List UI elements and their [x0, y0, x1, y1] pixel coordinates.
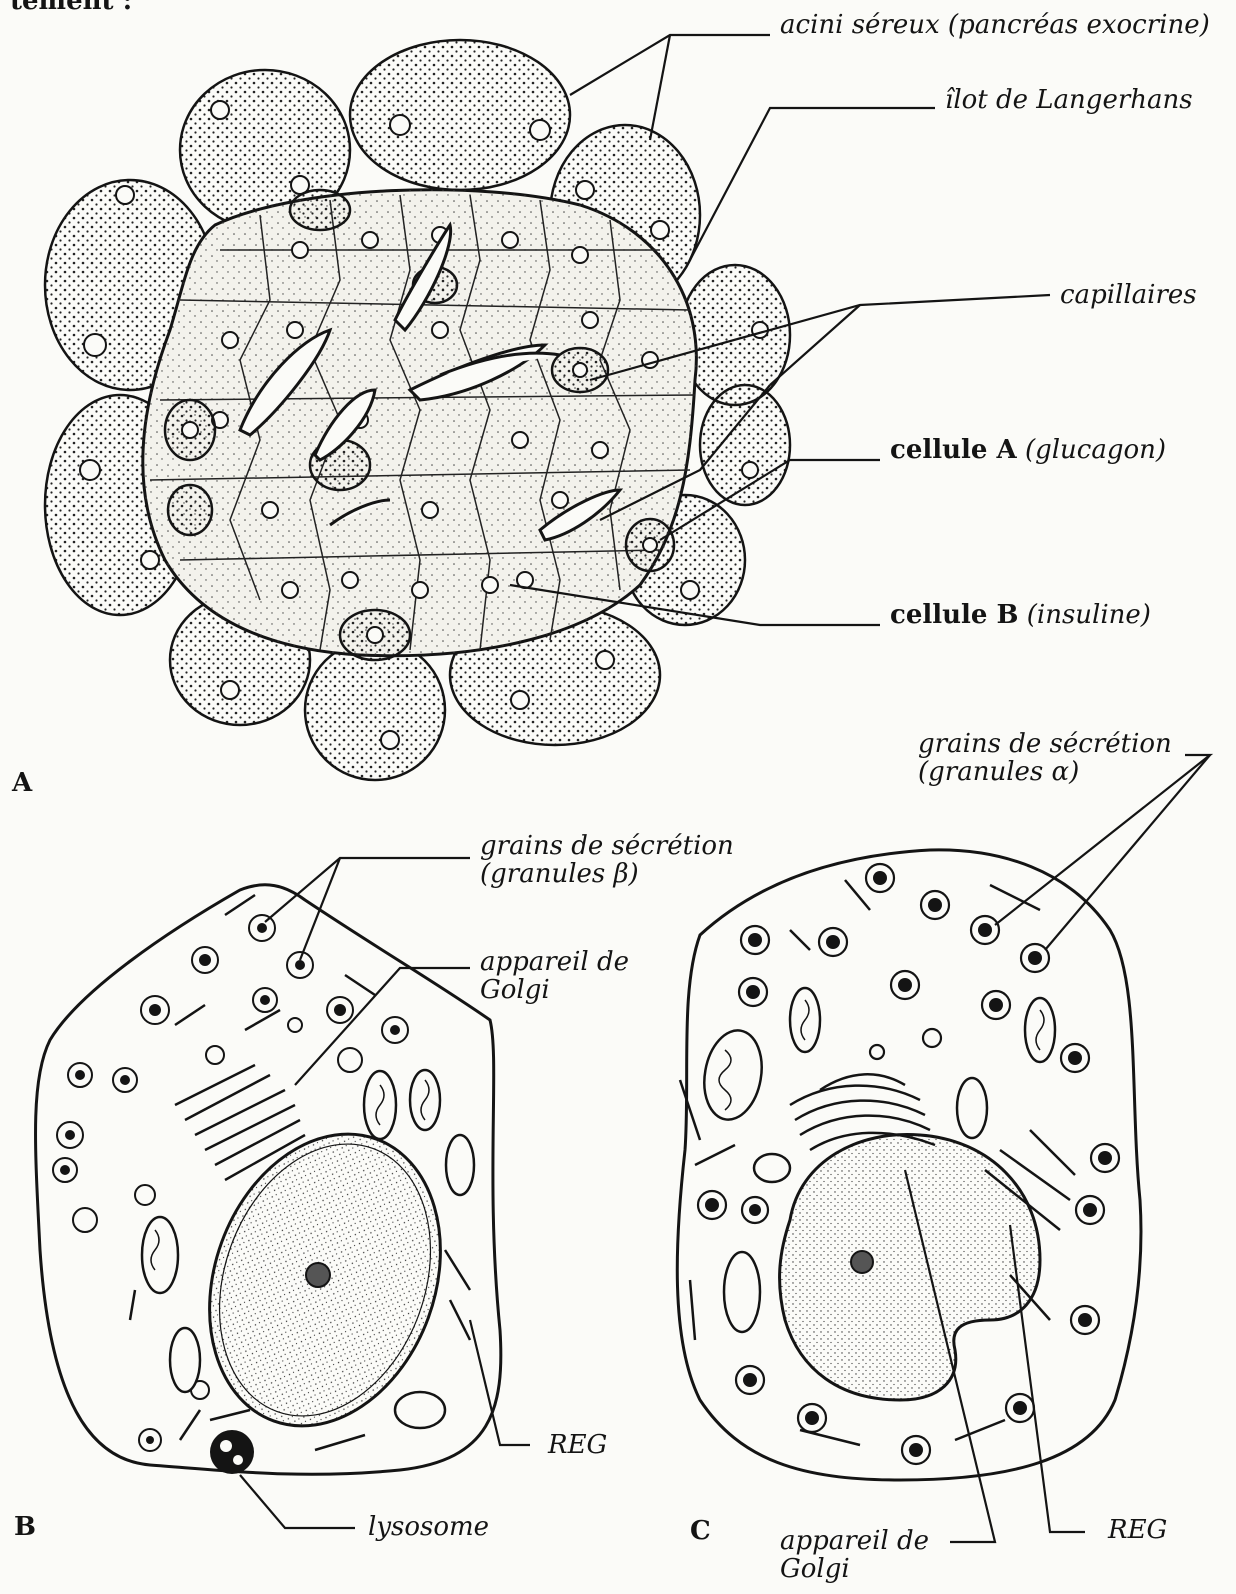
panel-c-drawing: [677, 850, 1141, 1480]
panel-letter-c: C: [690, 1516, 711, 1546]
label-b-reg: REG: [548, 1430, 607, 1460]
panel-a-drawing: [45, 40, 790, 780]
label-cellule-a: cellule A (glucagon): [890, 435, 1166, 465]
cellule-b-hormone: (insuline): [1027, 600, 1151, 630]
label-b-lysosome: lysosome: [368, 1512, 489, 1542]
label-c-golgi: appareil de Golgi: [780, 1527, 929, 1583]
label-b-grains: grains de sécrétion (granules β): [480, 832, 734, 888]
b-grains-line2: (granules β): [480, 860, 734, 888]
header-fragment: tement :: [10, 0, 132, 16]
label-capillaires: capillaires: [1060, 280, 1197, 310]
panel-letter-b: B: [14, 1512, 36, 1542]
c-grains-line2: (granules α): [918, 758, 1172, 786]
label-b-golgi: appareil de Golgi: [480, 948, 629, 1004]
label-cellule-b: cellule B (insuline): [890, 600, 1151, 630]
cellule-a-name: cellule A: [890, 435, 1017, 465]
label-c-reg: REG: [1108, 1515, 1167, 1545]
c-grains-line1: grains de sécrétion: [918, 730, 1172, 758]
panel-letter-a: A: [12, 768, 32, 798]
panel-b-drawing: [36, 885, 501, 1474]
c-golgi-line1: appareil de: [780, 1527, 929, 1555]
lysosome-organelle: [210, 1430, 254, 1474]
cellule-b-name: cellule B: [890, 600, 1018, 630]
label-c-grains: grains de sécrétion (granules α): [918, 730, 1172, 786]
cellule-a-hormone: (glucagon): [1025, 435, 1166, 465]
label-acini-sereux: acini séreux (pancréas exocrine): [780, 10, 1210, 40]
c-golgi-line2: Golgi: [780, 1555, 929, 1583]
b-grains-line1: grains de sécrétion: [480, 832, 734, 860]
label-ilot-langerhans: îlot de Langerhans: [945, 85, 1193, 115]
b-golgi-line1: appareil de: [480, 948, 629, 976]
b-golgi-line2: Golgi: [480, 976, 629, 1004]
